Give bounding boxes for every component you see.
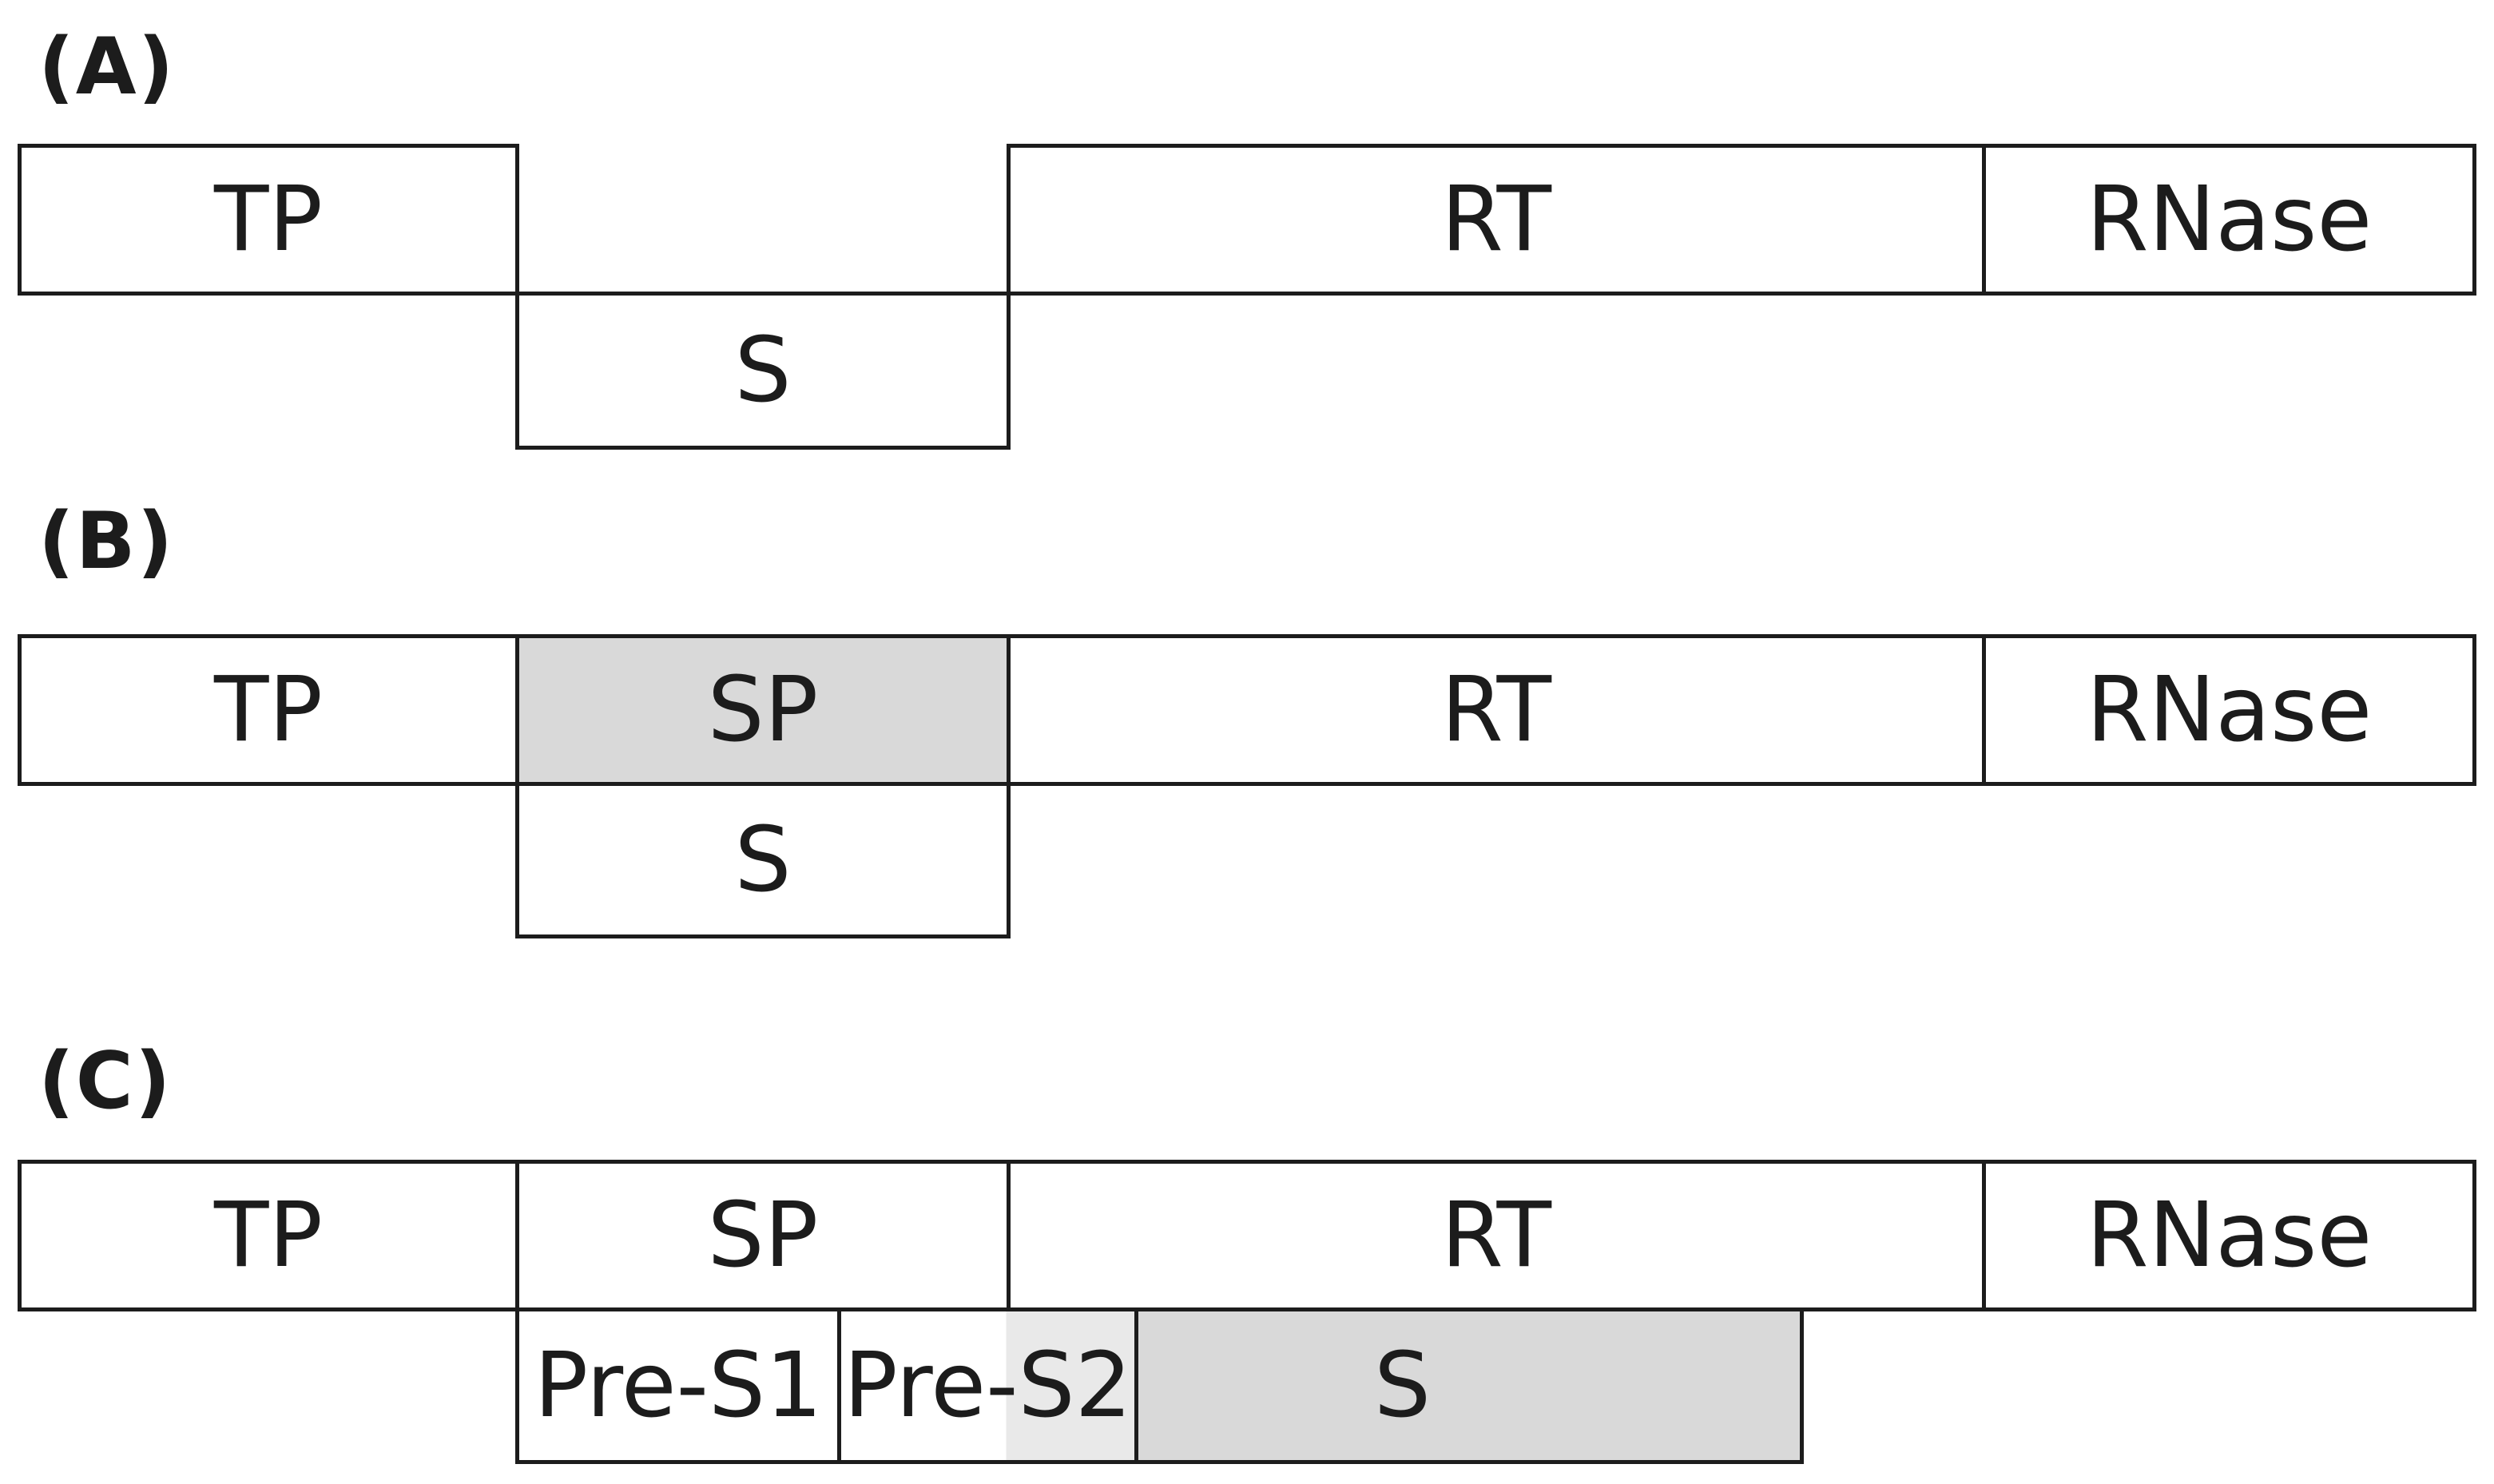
panel-a-rt-domain-box: RT <box>1007 144 1986 296</box>
panel-c-pre-s2-box: Pre-S2 <box>837 1307 1138 1464</box>
panel-a-tp-domain-box: TP <box>18 144 519 296</box>
panel-b-label: (B) <box>38 496 175 587</box>
panel-c-pre-s1-box: Pre-S1 <box>515 1307 841 1464</box>
panel-c-tp-domain-box: TP <box>18 1160 519 1311</box>
panel-b-rnase-domain-box: RNase <box>1982 634 2476 786</box>
panel-a-s-orf-box: S <box>515 292 1011 450</box>
panel-b-s-orf-box: S <box>515 782 1011 938</box>
panel-a-label: (A) <box>38 22 176 113</box>
panel-a-rnase-domain-box: RNase <box>1982 144 2476 296</box>
panel-c-label: (C) <box>38 1036 173 1127</box>
panel-b-sp-domain-box: SP <box>515 634 1011 786</box>
panel-c-rt-domain-box: RT <box>1007 1160 1986 1311</box>
panel-b-tp-domain-box: TP <box>18 634 519 786</box>
panel-b-rt-domain-box: RT <box>1007 634 1986 786</box>
panel-c-s-domain-box: S <box>1134 1307 1804 1464</box>
panel-c-rnase-domain-box: RNase <box>1982 1160 2476 1311</box>
panel-c-sp-domain-box: SP <box>515 1160 1011 1311</box>
